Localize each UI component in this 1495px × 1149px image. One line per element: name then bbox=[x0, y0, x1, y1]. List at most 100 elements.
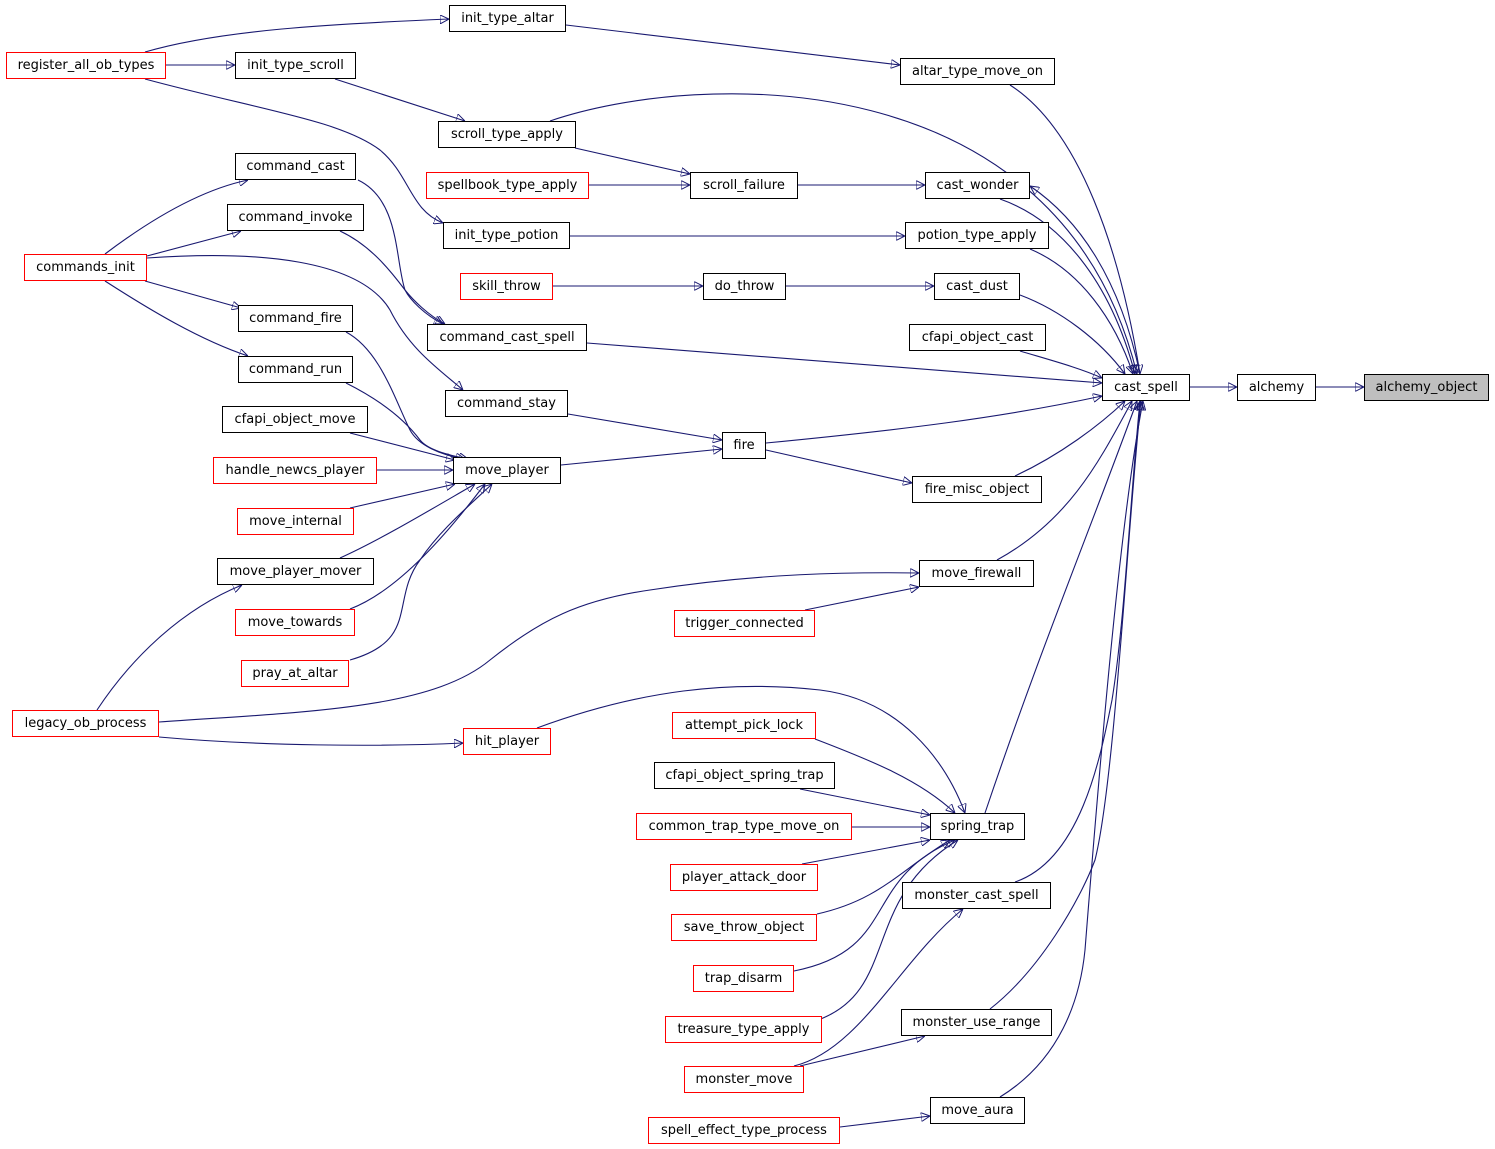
edge-command-stay-to-fire bbox=[567, 413, 722, 440]
edge-fire-to-fire-misc-object bbox=[765, 449, 912, 483]
edge-init-type-scroll-to-scroll-type-apply bbox=[334, 78, 465, 121]
edge-command-cast-to-command-cast-spell bbox=[357, 179, 443, 324]
node-command-run[interactable]: command_run bbox=[238, 356, 353, 383]
node-alchemy-object[interactable]: alchemy_object bbox=[1364, 374, 1489, 401]
edge-move-firewall-to-cast-spell bbox=[996, 401, 1132, 561]
edge-scroll-type-apply-to-cast-spell bbox=[549, 93, 1137, 374]
edge-monster-cast-spell-to-cast-spell bbox=[1014, 401, 1140, 883]
node-monster-cast-spell[interactable]: monster_cast_spell bbox=[902, 882, 1051, 909]
edge-legacy-ob-process-to-hit-player bbox=[158, 736, 463, 745]
node-monster-use-range[interactable]: monster_use_range bbox=[901, 1009, 1052, 1036]
node-move-firewall[interactable]: move_firewall bbox=[919, 560, 1034, 587]
edge-cfapi-object-spring-trap-to-spring-trap bbox=[799, 788, 930, 815]
node-command-cast[interactable]: command_cast bbox=[235, 153, 356, 180]
node-move-player[interactable]: move_player bbox=[453, 457, 561, 484]
edge-spring-trap-to-cast-spell bbox=[984, 401, 1137, 814]
node-monster-move[interactable]: monster_move bbox=[684, 1066, 804, 1093]
edge-attempt-pick-lock-to-spring-trap bbox=[814, 738, 955, 813]
edge-commands-init-to-command-fire bbox=[144, 280, 241, 308]
edge-move-aura-to-cast-spell bbox=[999, 401, 1143, 1098]
edge-legacy-ob-process-to-move-player-mover bbox=[96, 585, 242, 711]
edge-move-player-to-fire bbox=[560, 449, 722, 466]
node-cast-spell[interactable]: cast_spell bbox=[1102, 374, 1190, 401]
edge-pray-at-altar-to-move-player bbox=[349, 484, 492, 661]
node-legacy-ob-process[interactable]: legacy_ob_process bbox=[12, 710, 159, 737]
edge-cfapi-object-move-to-move-player bbox=[349, 432, 455, 460]
edge-monster-use-range-to-cast-spell bbox=[989, 401, 1141, 1010]
node-trap-disarm[interactable]: trap_disarm bbox=[693, 965, 794, 992]
node-do-throw[interactable]: do_throw bbox=[703, 273, 786, 300]
node-spring-trap[interactable]: spring_trap bbox=[930, 813, 1025, 840]
edge-register-all-ob-types-to-init-type-potion bbox=[144, 78, 443, 223]
node-move-player-mover[interactable]: move_player_mover bbox=[217, 558, 374, 585]
edge-commands-init-to-command-stay bbox=[146, 255, 463, 390]
edge-command-invoke-to-command-cast-spell bbox=[339, 230, 445, 324]
edge-treasure-type-apply-to-spring-trap bbox=[817, 840, 958, 1021]
edge-cfapi-object-cast-to-cast-spell bbox=[1019, 350, 1102, 378]
node-commands-init[interactable]: commands_init bbox=[24, 254, 147, 281]
edge-command-cast-spell-to-cast-spell bbox=[586, 342, 1102, 383]
edge-player-attack-door-to-spring-trap bbox=[801, 840, 930, 865]
node-scroll-type-apply[interactable]: scroll_type_apply bbox=[438, 121, 576, 148]
edge-commands-init-to-command-invoke bbox=[146, 231, 241, 257]
edge-legacy-ob-process-to-move-firewall bbox=[158, 573, 919, 723]
edge-spell-effect-type-process-to-move-aura bbox=[839, 1116, 930, 1128]
edge-monster-move-to-monster-cast-spell bbox=[793, 909, 963, 1067]
edge-hit-player-to-spring-trap bbox=[536, 685, 965, 813]
node-spell-effect-type-process[interactable]: spell_effect_type_process bbox=[648, 1117, 840, 1144]
node-trigger-connected[interactable]: trigger_connected bbox=[674, 610, 815, 637]
node-altar-type-move-on[interactable]: altar_type_move_on bbox=[900, 58, 1055, 85]
edge-register-all-ob-types-to-init-type-altar bbox=[144, 19, 449, 53]
node-alchemy[interactable]: alchemy bbox=[1237, 374, 1316, 401]
edge-monster-move-to-monster-use-range bbox=[799, 1036, 925, 1067]
node-fire-misc-object[interactable]: fire_misc_object bbox=[912, 476, 1042, 503]
node-move-internal[interactable]: move_internal bbox=[237, 508, 354, 535]
node-command-invoke[interactable]: command_invoke bbox=[227, 204, 364, 231]
node-pray-at-altar[interactable]: pray_at_altar bbox=[241, 660, 349, 687]
edge-commands-init-to-command-cast bbox=[104, 180, 248, 255]
node-register-all-ob-types[interactable]: register_all_ob_types bbox=[6, 52, 166, 79]
node-cast-dust[interactable]: cast_dust bbox=[934, 273, 1020, 300]
node-hit-player[interactable]: hit_player bbox=[463, 728, 551, 755]
node-spellbook-type-apply[interactable]: spellbook_type_apply bbox=[426, 172, 589, 199]
node-command-stay[interactable]: command_stay bbox=[445, 390, 568, 417]
node-init-type-altar[interactable]: init_type_altar bbox=[449, 5, 566, 32]
node-fire[interactable]: fire bbox=[722, 432, 766, 459]
edge-cast-wonder-to-cast-spell bbox=[999, 198, 1135, 374]
edge-altar-type-move-on-to-cast-spell bbox=[1009, 84, 1140, 374]
edge-init-type-altar-to-altar-type-move-on bbox=[565, 24, 900, 65]
node-command-cast-spell[interactable]: command_cast_spell bbox=[427, 324, 587, 351]
node-init-type-potion[interactable]: init_type_potion bbox=[443, 222, 570, 249]
node-move-aura[interactable]: move_aura bbox=[930, 1097, 1025, 1124]
node-move-towards[interactable]: move_towards bbox=[235, 609, 355, 636]
node-save-throw-object[interactable]: save_throw_object bbox=[671, 914, 817, 941]
edge-move-player-mover-to-move-player bbox=[339, 484, 475, 559]
node-common-trap-type-move-on[interactable]: common_trap_type_move_on bbox=[636, 813, 852, 840]
node-cast-wonder[interactable]: cast_wonder bbox=[925, 172, 1030, 199]
node-command-fire[interactable]: command_fire bbox=[238, 305, 353, 332]
edge-fire-misc-object-to-cast-spell bbox=[1014, 401, 1125, 477]
node-attempt-pick-lock[interactable]: attempt_pick_lock bbox=[672, 712, 816, 739]
node-cfapi-object-cast[interactable]: cfapi_object_cast bbox=[909, 324, 1046, 351]
node-potion-type-apply[interactable]: potion_type_apply bbox=[905, 222, 1049, 249]
edge-cast-dust-to-cast-spell bbox=[1019, 294, 1125, 374]
edge-fire-to-cast-spell bbox=[765, 396, 1102, 444]
edge-commands-init-to-command-run bbox=[104, 280, 248, 356]
edge-cast-spell-to-cast-wonder bbox=[1030, 186, 1141, 375]
node-treasure-type-apply[interactable]: treasure_type_apply bbox=[665, 1016, 822, 1043]
edge-trap-disarm-to-spring-trap bbox=[793, 840, 955, 972]
node-player-attack-door[interactable]: player_attack_door bbox=[670, 864, 818, 891]
edge-scroll-type-apply-to-scroll-failure bbox=[574, 147, 690, 174]
edge-trigger-connected-to-move-firewall bbox=[804, 587, 919, 611]
edge-move-internal-to-move-player bbox=[349, 484, 455, 509]
node-skill-throw[interactable]: skill_throw bbox=[460, 273, 553, 300]
node-init-type-scroll[interactable]: init_type_scroll bbox=[235, 52, 356, 79]
node-scroll-failure[interactable]: scroll_failure bbox=[690, 172, 798, 199]
node-cfapi-object-move[interactable]: cfapi_object_move bbox=[222, 406, 368, 433]
edge-move-towards-to-move-player bbox=[349, 484, 485, 610]
node-cfapi-object-spring-trap[interactable]: cfapi_object_spring_trap bbox=[654, 762, 835, 789]
node-handle-newcs-player[interactable]: handle_newcs_player bbox=[213, 457, 377, 484]
edge-potion-type-apply-to-cast-spell bbox=[1029, 248, 1133, 374]
